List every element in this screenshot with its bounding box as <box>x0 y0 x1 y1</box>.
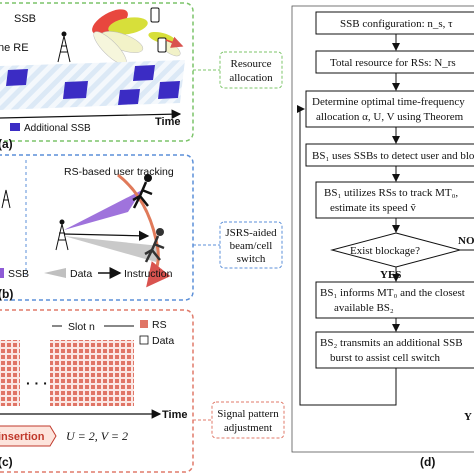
insertion-label: insertion <box>0 431 45 443</box>
flow-step-detect-text: BS₁ uses SSBs to detect user and block <box>312 150 474 162</box>
flow-loop-line <box>297 105 397 406</box>
flow-step-additional-ssb-line1: BS₂ transmits an additional SSB <box>320 337 463 349</box>
rs-beam <box>64 190 142 230</box>
legend-rs: RS <box>152 319 167 331</box>
side-label-signal: Signal pattern adjustment <box>193 401 285 439</box>
time-axis-a <box>0 109 182 119</box>
flow-step-detect <box>305 143 474 167</box>
flowchart: SSB configuration: n_s, τ Total resource… <box>291 5 474 469</box>
side-label-resource-line2: allocation <box>229 72 273 84</box>
insertion-arrow <box>0 425 57 447</box>
flow-step-track-line1: BS₁ utilizes RSs to track MT₀, <box>324 187 458 199</box>
legend-data-swatch-b <box>44 268 66 278</box>
instruction-arrow <box>63 230 150 241</box>
flow-step-inform <box>315 281 474 319</box>
panel-a: SSB ne RE Time Addi <box>0 2 194 151</box>
flow-step-allocation-line2: allocation α, U, V using Theorem <box>316 111 464 123</box>
legend-data-b: Data <box>70 268 92 280</box>
flow-y-fragment: Y <box>464 411 472 423</box>
side-label-jsrs: JSRS-aided beam/cell switch <box>193 221 283 269</box>
flow-decision-text: Exist blockage? <box>350 245 420 257</box>
grid-slot-left <box>0 340 20 406</box>
legend-data-swatch-c <box>139 335 149 345</box>
flow-step-inform-line2: available BS₂ <box>334 302 394 314</box>
panel-c: Slot n RS Data · · · Time insertion U = … <box>0 309 194 473</box>
uv-label: U = 2, V = 2 <box>66 429 128 443</box>
slot-label: Slot n <box>68 321 95 333</box>
phone-icon <box>150 7 160 23</box>
axis-time-c: Time <box>162 409 187 421</box>
flow-step-additional-ssb <box>315 331 474 369</box>
legend-re-a: ne RE <box>0 42 29 54</box>
flow-step-total-resource-text: Total resource for RSs: N_rs <box>330 57 456 69</box>
base-station-icon-b2 <box>55 219 69 251</box>
user-trajectory <box>117 173 171 288</box>
flow-yes-label: YES <box>380 269 401 281</box>
flow-step-allocation-line1: Determine optimal time-frequency <box>312 96 465 108</box>
panel-c-label: (c) <box>0 455 13 469</box>
flowchart-frame <box>291 5 474 453</box>
legend-ssb-a: SSB <box>14 13 36 25</box>
phone-icon-2 <box>157 37 167 53</box>
flow-step-additional-ssb-line2: burst to assist cell switch <box>330 352 440 364</box>
base-station-icon <box>57 31 71 63</box>
side-label-signal-line1: Signal pattern <box>217 408 279 420</box>
legend-rs-swatch <box>140 320 148 328</box>
move-arrow <box>165 36 184 48</box>
panel-c-border <box>0 309 194 473</box>
legend-instruction-b: Instruction <box>124 268 173 280</box>
panel-a-label: (a) <box>0 137 13 151</box>
legend-ssb-swatch-b <box>0 268 4 278</box>
flow-step-track-line2: estimate its speed ṽ <box>330 202 416 214</box>
flow-step-track <box>315 181 474 219</box>
flow-step-inform-line1: BS₁ informs MT₀ and the closest <box>320 287 465 299</box>
legend-ssb-b: SSB <box>8 268 29 280</box>
side-label-jsrs-line3: switch <box>237 253 266 265</box>
resource-grid <box>0 60 185 110</box>
flow-step-allocation <box>305 90 474 128</box>
runner-icon-2 <box>144 228 165 263</box>
flow-step-ssb-config-text: SSB configuration: n_s, τ <box>340 18 453 30</box>
panel-b: RS-based user tracking SSB Data Instruct… <box>0 154 194 301</box>
flow-no-label: NO <box>458 235 474 247</box>
data-beam <box>64 236 160 262</box>
ellipsis: · · · <box>26 375 48 391</box>
legend-additional-ssb-swatch <box>10 123 20 131</box>
panel-b-label: (b) <box>0 287 13 301</box>
panel-b-border <box>0 154 194 301</box>
side-label-resource: Resource allocation <box>193 51 283 89</box>
side-label-jsrs-line2: beam/cell <box>230 240 273 252</box>
legend-additional-ssb: Additional SSB <box>24 123 91 134</box>
base-station-icon-b1 <box>1 189 11 209</box>
panel-a-border <box>0 2 194 142</box>
axis-time-a: Time <box>155 116 180 128</box>
panel-d-label: (d) <box>420 455 435 469</box>
side-label-jsrs-line1: JSRS-aided <box>225 227 277 239</box>
legend-data-c: Data <box>152 335 174 347</box>
grid-slot-n <box>50 340 134 406</box>
runner-icon <box>132 174 153 209</box>
beam-lobes <box>92 9 181 65</box>
side-label-signal-line2: adjustment <box>224 422 272 434</box>
side-label-resource-line1: Resource <box>231 58 272 70</box>
